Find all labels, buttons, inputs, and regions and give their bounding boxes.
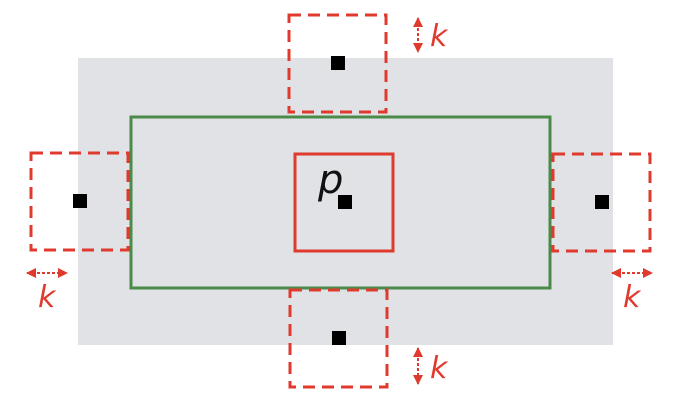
outer-box	[129, 115, 552, 290]
bottom-window	[288, 288, 389, 389]
center-label: p	[317, 157, 343, 203]
center-point	[338, 195, 352, 209]
bottom-offset-label: k	[430, 351, 449, 386]
top-offset-label: k	[430, 19, 449, 54]
left-point	[73, 194, 87, 208]
left-window	[29, 151, 130, 252]
top-point	[331, 56, 345, 70]
right-offset-label: k	[623, 280, 642, 315]
right-window	[551, 152, 652, 253]
center-window	[293, 152, 395, 253]
right-point	[595, 195, 609, 209]
bottom-point	[332, 331, 346, 345]
left-offset-label: k	[38, 280, 57, 315]
top-window	[287, 13, 388, 114]
